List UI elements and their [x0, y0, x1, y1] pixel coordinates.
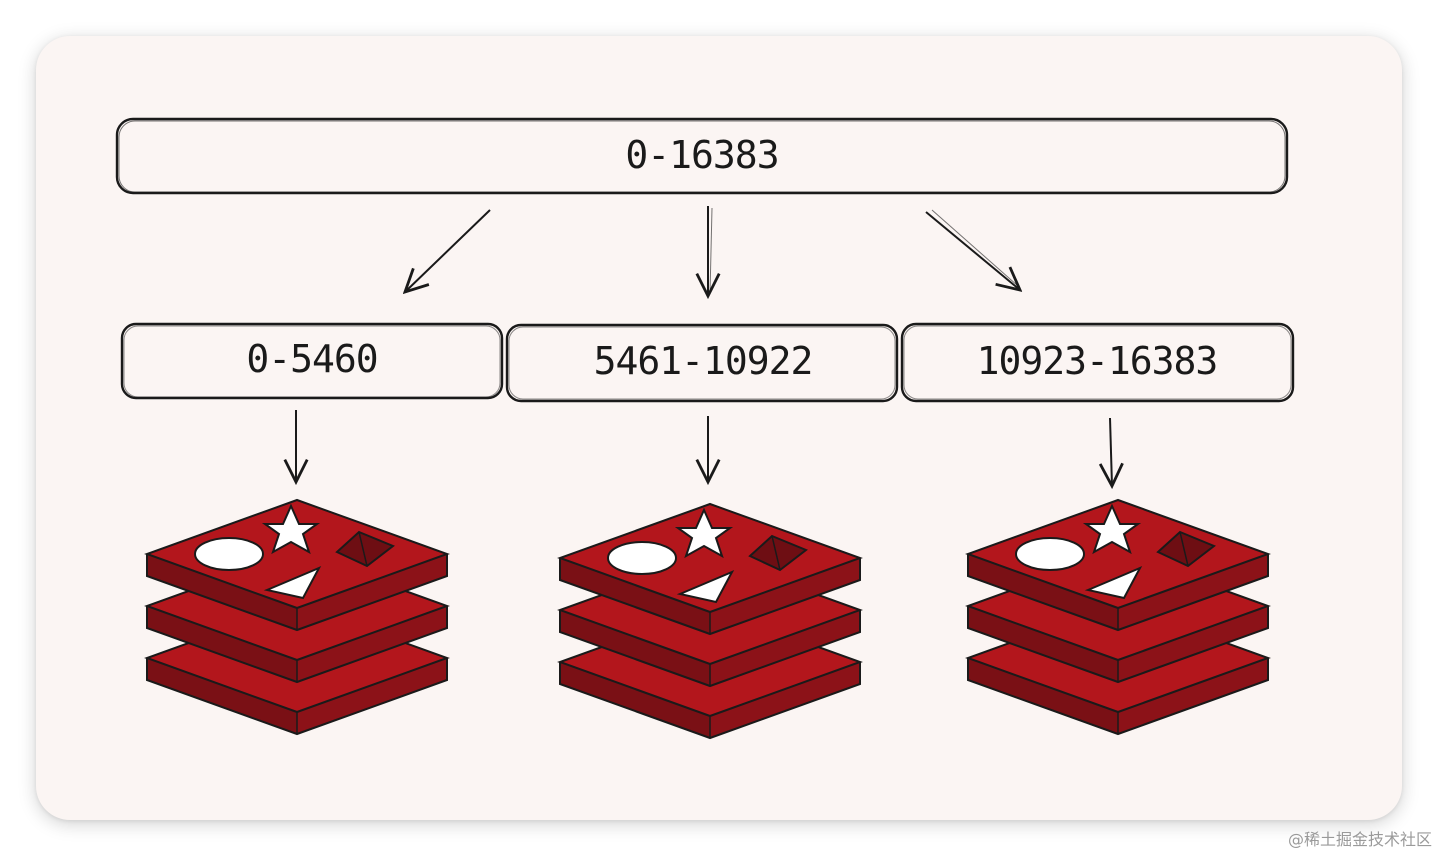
split-arrows: [405, 206, 1020, 296]
shard-1-label: 0-5460: [246, 337, 377, 381]
redis-node-1: [147, 500, 447, 734]
shard-box-2: 5461-10922: [505, 323, 899, 403]
redis-logo-icon: [147, 500, 447, 734]
redis-logo-icon: [968, 500, 1268, 734]
watermark: @稀土掘金技术社区: [1287, 830, 1432, 849]
redis-node-3: [968, 500, 1268, 734]
shard-3-label: 10923-16383: [977, 339, 1218, 383]
root-range-label: 0-16383: [625, 133, 778, 177]
root-range-box: 0-16383: [115, 117, 1289, 195]
redis-logo-icon: [560, 504, 860, 738]
shard-box-1: 0-5460: [120, 322, 504, 400]
shard-2-label: 5461-10922: [594, 339, 813, 383]
shard-box-3: 10923-16383: [900, 322, 1295, 403]
arrow-to-shard-3: [925, 211, 1020, 290]
redis-node-2: [560, 504, 860, 738]
node-arrows: [296, 410, 1112, 486]
